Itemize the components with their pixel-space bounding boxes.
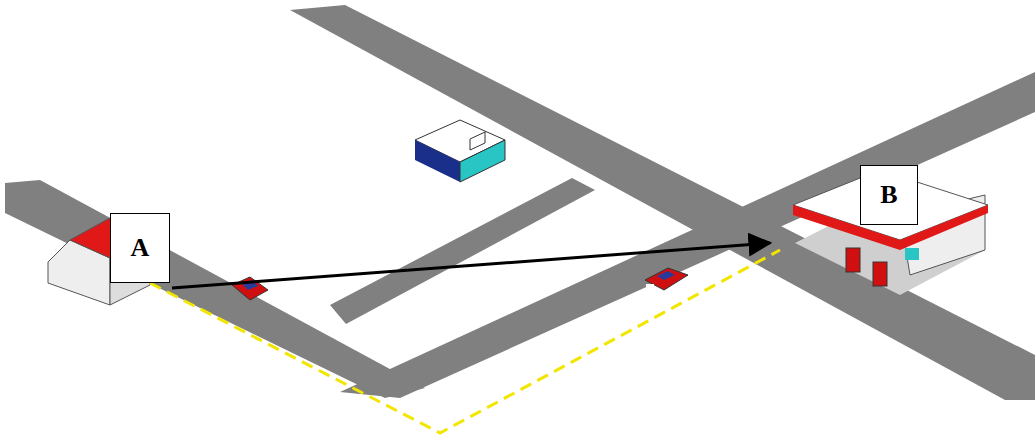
gas-station xyxy=(793,170,988,295)
car xyxy=(645,268,688,290)
label-box: B xyxy=(860,165,918,225)
label-box: A xyxy=(110,213,170,283)
point-label: A xyxy=(131,233,150,263)
car xyxy=(232,277,268,300)
displacement-arrow xyxy=(172,243,770,288)
store-building xyxy=(415,120,505,182)
roads xyxy=(5,5,1035,400)
point-label: B xyxy=(880,180,897,210)
route-path xyxy=(150,250,780,433)
